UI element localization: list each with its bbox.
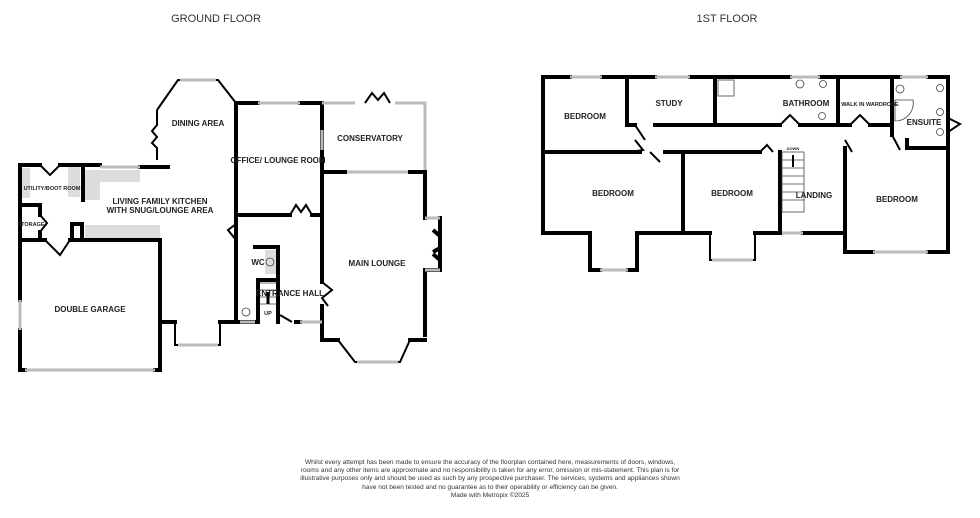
room-bedroom-4: BEDROOM <box>876 195 918 204</box>
room-landing: LANDING <box>796 191 832 200</box>
room-entrance-hall: ENTRANCE HALL <box>256 289 324 298</box>
first-floor-plan: DOWN BEDROOM STUDY BATHROOM WALK IN WARD… <box>541 75 962 272</box>
metropix-credit: Made with Metropix ©2025 <box>450 491 530 499</box>
room-bedroom-3: BEDROOM <box>711 189 753 198</box>
room-bathroom: BATHROOM <box>783 99 830 108</box>
room-double-garage: DOUBLE GARAGE <box>54 305 126 314</box>
room-bedroom-1: BEDROOM <box>564 112 606 121</box>
disclaimer-text: Whilst every attempt has been made to en… <box>300 459 680 491</box>
stairs-down-label: DOWN <box>787 146 800 151</box>
room-office-lounge: OFFICE/ LOUNGE ROOM <box>230 156 325 165</box>
room-walk-in-wardrobe: WALK IN WARDROBE <box>841 102 899 108</box>
room-study: STUDY <box>655 99 683 108</box>
room-dining-area: DINING AREA <box>172 119 225 128</box>
room-conservatory: CONSERVATORY <box>337 134 403 143</box>
room-kitchen-line1: LIVING FAMILY KITCHEN <box>112 197 207 206</box>
room-utility: UTILITY/BOOT ROOM <box>24 186 81 192</box>
stairs-up-label: UP <box>264 311 272 317</box>
first-floor-title: 1ST FLOOR <box>697 13 758 25</box>
room-bedroom-2: BEDROOM <box>592 189 634 198</box>
ground-floor-title: GROUND FLOOR <box>171 13 261 25</box>
room-storage: STORAGE <box>17 222 44 228</box>
disclaimer: Whilst every attempt has been made to en… <box>300 459 680 500</box>
room-ensuite: ENSUITE <box>907 118 942 127</box>
room-wc: WC <box>251 258 265 267</box>
room-kitchen-line2: WITH SNUG/LOUNGE AREA <box>107 206 214 215</box>
room-main-lounge: MAIN LOUNGE <box>349 259 407 268</box>
ground-floor-plan: UP DINING AREA OFFICE/ LOUNGE ROOM CONSE… <box>17 78 442 372</box>
